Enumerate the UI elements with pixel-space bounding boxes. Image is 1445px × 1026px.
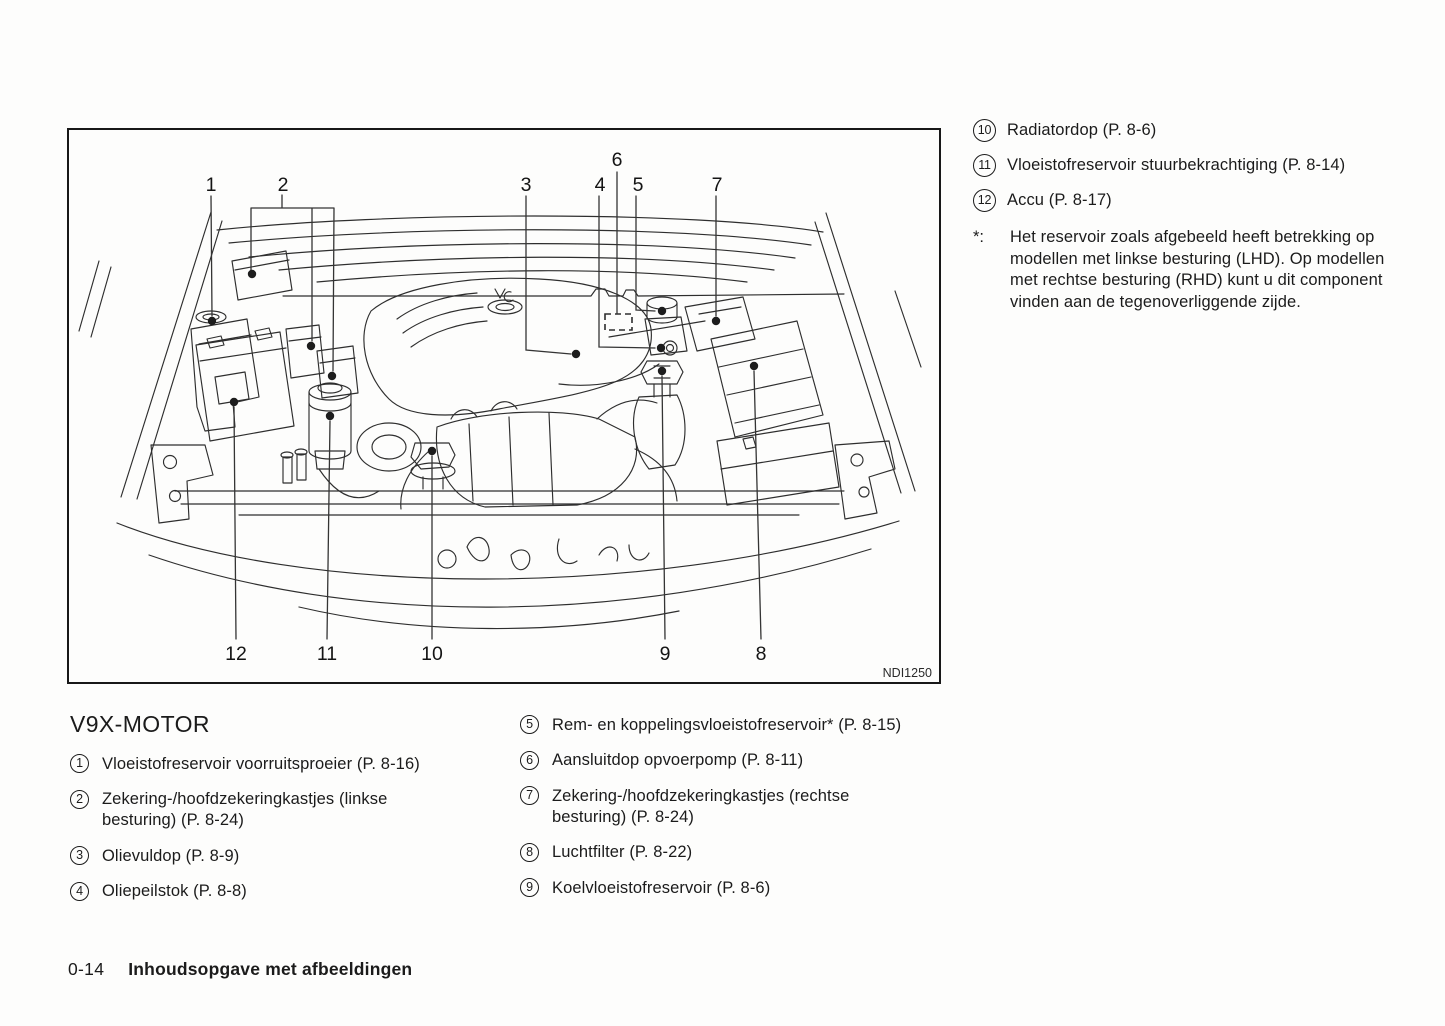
section-heading: V9X-MOTOR — [70, 711, 210, 737]
legend-label-1: Vloeistofreservoir voorruitsproeier (P. … — [102, 754, 420, 773]
engine-sketch — [78, 211, 922, 630]
circled-number-10: 10 — [973, 119, 996, 142]
circled-number-9: 9 — [520, 878, 539, 897]
circled-number-6: 6 — [520, 750, 539, 770]
circled-number-3: 3 — [70, 846, 89, 865]
callout-2: 2 — [278, 174, 289, 196]
callout-11: 11 — [317, 643, 337, 665]
callout-dots — [207, 269, 759, 456]
callout-6: 6 — [612, 149, 623, 171]
legend-label-6: Aansluitdop opvoerpomp (P. 8-11) — [552, 751, 804, 769]
right-legend-column: 10 Radiatordop (P. 8-6) 11 Vloeistofrese… — [973, 118, 1397, 313]
circled-number-11: 11 — [973, 154, 996, 177]
circled-number-12: 12 — [973, 189, 996, 212]
legend-label-9: Koelvloeistofreservoir (P. 8-6) — [552, 878, 771, 897]
legend-label-3: Olievuldop (P. 8-9) — [102, 846, 240, 865]
footnote: *: Het reservoir zoals afgebeeld heeft b… — [973, 227, 1397, 313]
circled-number-1: 1 — [70, 754, 89, 773]
legend-label-5: Rem- en koppelingsvloeistofreservoir* (P… — [552, 715, 902, 734]
circled-number-2: 2 — [70, 789, 89, 809]
callout-5: 5 — [633, 174, 644, 196]
legend-item-3: 3 Olievuldop (P. 8-9) — [70, 845, 464, 867]
legend-item-11: 11 Vloeistofreservoir stuurbekrachtiging… — [973, 153, 1397, 177]
engine-bay-diagram: 1 2 3 4 6 5 7 12 11 10 9 8 NDI1250 — [78, 149, 932, 680]
footer-title: Inhoudsopgave met afbeeldingen — [128, 959, 413, 979]
callout-4: 4 — [595, 174, 606, 196]
callout-8: 8 — [756, 643, 767, 665]
legend-item-12: 12 Accu (P. 8-17) — [973, 188, 1397, 212]
legend-label-2: Zekering-/hoofdzekeringkastjes (linkse b… — [102, 790, 388, 829]
legend-label-7: Zekering-/hoofdzekeringkastjes (rechtse … — [552, 786, 850, 826]
callout-10: 10 — [421, 643, 443, 665]
legend-item-2: 2 Zekering-/hoofdzekeringkastjes (linkse… — [70, 789, 464, 832]
legend-item-1: 1 Vloeistofreservoir voorruitsproeier (P… — [70, 753, 464, 775]
legend-column-1: V9X-MOTOR 1 Vloeistofreservoir voorruits… — [70, 711, 464, 916]
circled-number-5: 5 — [520, 715, 539, 734]
legend-label-8: Luchtfilter (P. 8-22) — [552, 843, 693, 861]
callout-3: 3 — [521, 174, 532, 196]
circled-number-8: 8 — [520, 842, 539, 862]
callout-1: 1 — [206, 174, 217, 196]
hidden-component-marker — [604, 313, 633, 331]
legend-item-10: 10 Radiatordop (P. 8-6) — [973, 118, 1397, 142]
callout-leader-lines — [210, 171, 762, 640]
legend-item-9: 9 Koelvloeistofreservoir (P. 8-6) — [520, 877, 906, 899]
page-number: 0-14 — [68, 959, 105, 979]
legend-label-4: Oliepeilstok (P. 8-8) — [102, 882, 247, 900]
footnote-marker: *: — [973, 228, 985, 246]
legend-item-5: 5 Rem- en koppelingsvloeistofreservoir* … — [520, 714, 906, 736]
circled-number-4: 4 — [70, 881, 89, 901]
page-footer: 0-14 Inhoudsopgave met afbeeldingen — [68, 959, 412, 980]
legend-label-12: Accu (P. 8-17) — [1007, 190, 1112, 209]
footnote-text: Het reservoir zoals afgebeeld heeft betr… — [1010, 228, 1385, 311]
figure-code: NDI1250 — [883, 666, 932, 680]
legend-item-7: 7 Zekering-/hoofdzekeringkastjes (rechts… — [520, 785, 906, 828]
engine-diagram-frame: 1 2 3 4 6 5 7 12 11 10 9 8 NDI1250 — [67, 128, 941, 684]
circled-number-7: 7 — [520, 786, 539, 805]
legend-item-6: 6 Aansluitdop opvoerpomp (P. 8-11) — [520, 750, 906, 772]
legend-item-4: 4 Oliepeilstok (P. 8-8) — [70, 881, 464, 903]
callout-7: 7 — [712, 174, 723, 196]
callout-9: 9 — [660, 643, 671, 665]
callout-numbers: 1 2 3 4 6 5 7 12 11 10 9 8 — [206, 149, 767, 665]
callout-12: 12 — [225, 643, 247, 665]
legend-item-8: 8 Luchtfilter (P. 8-22) — [520, 842, 906, 864]
legend-label-11: Vloeistofreservoir stuurbekrachtiging (P… — [1007, 155, 1346, 174]
legend-column-2: 5 Rem- en koppelingsvloeistofreservoir* … — [520, 714, 906, 913]
legend-label-10: Radiatordop (P. 8-6) — [1007, 120, 1157, 139]
